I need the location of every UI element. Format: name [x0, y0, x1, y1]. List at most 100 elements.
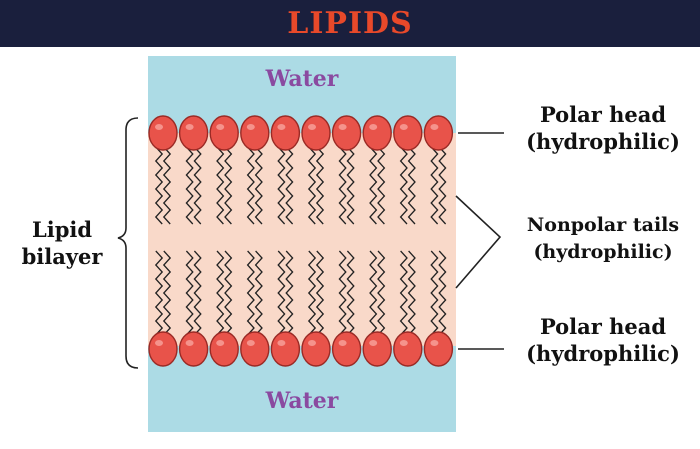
polar-head-top-10: [423, 115, 454, 151]
bilayer-line2: bilayer: [21, 244, 103, 269]
tail-bottom-1a: [154, 250, 164, 336]
polar-head-top-6-highlight: [308, 124, 316, 130]
tail-top-4b: [254, 146, 263, 225]
tails-top-layer: [154, 146, 447, 225]
polar-head-top-2-highlight: [185, 124, 194, 130]
tail-bottom-2b: [193, 250, 202, 336]
tail-top-6a: [307, 146, 317, 225]
nonpolar-line1: Nonpolar tails: [526, 214, 680, 236]
tail-top-3b: [224, 146, 233, 225]
polar-head-bottom-line2: (hydrophilic): [526, 341, 680, 366]
polar-head-top-1: [148, 115, 178, 151]
tails-bottom-layer: [154, 250, 447, 336]
nonpolar-line2: (hydrophilic): [533, 241, 673, 263]
tail-top-5b: [285, 146, 294, 225]
polar-head-bottom-3: [209, 331, 239, 367]
polar-head-top-3-highlight: [216, 124, 225, 130]
water-bottom-label: Water: [265, 388, 339, 414]
tail-bottom-3b: [224, 250, 233, 336]
polar-head-bottom-3-highlight: [216, 340, 225, 346]
bilayer-line1: Lipid: [31, 217, 93, 242]
tail-top-9a: [399, 146, 408, 225]
polar-head-bottom-4-highlight: [246, 340, 255, 346]
polar-head-top-5-highlight: [277, 124, 286, 130]
polar-head-bottom-5: [270, 331, 301, 367]
polar-head-top-4-highlight: [246, 124, 255, 130]
polar-head-top-4: [240, 115, 270, 151]
tail-top-4a: [246, 146, 255, 225]
tail-bottom-6a: [307, 250, 317, 336]
tail-top-8a: [369, 146, 378, 225]
tail-bottom-7a: [338, 250, 347, 336]
tail-top-7b: [346, 146, 355, 225]
tail-top-2a: [185, 146, 194, 225]
polar-head-bottom-2-highlight: [185, 340, 194, 346]
polar-head-top-1-highlight: [155, 124, 163, 130]
tail-bottom-8b: [377, 250, 386, 336]
tail-bottom-8a: [369, 250, 378, 336]
polar-head-bottom-2: [178, 331, 209, 367]
polar-head-bottom-1-highlight: [155, 340, 163, 346]
polar-head-top-6: [301, 115, 331, 151]
tail-bottom-10b: [438, 250, 447, 336]
tail-bottom-5b: [285, 250, 294, 336]
polar-head-bottom-7: [331, 331, 362, 367]
polar-head-bottom-6-highlight: [308, 340, 316, 346]
tail-bottom-9a: [399, 250, 408, 336]
heads-top-layer: [148, 115, 454, 151]
water-top-label: Water: [265, 66, 339, 92]
tail-top-7a: [338, 146, 347, 225]
tail-top-3a: [216, 146, 225, 225]
tail-bottom-9b: [407, 250, 416, 336]
polar-head-top-9-highlight: [399, 124, 408, 130]
polar-head-top-7: [331, 115, 362, 151]
polar-head-bottom-7-highlight: [338, 340, 347, 346]
polar-head-bottom-8: [362, 331, 392, 367]
lipid-bilayer-diagram: [117, 56, 504, 432]
bilayer-bracket: [117, 117, 139, 369]
polar-head-top-7-highlight: [338, 124, 347, 130]
polar-head-top-line2: (hydrophilic): [526, 129, 680, 154]
tail-bottom-2a: [185, 250, 194, 336]
polar-head-top-2: [178, 115, 209, 151]
tail-bottom-1b: [162, 250, 172, 336]
polar-head-top-3: [209, 115, 239, 151]
tail-top-10b: [438, 146, 447, 225]
tail-top-1b: [162, 146, 172, 225]
nonpolar-leader: [455, 195, 502, 289]
tail-bottom-3a: [216, 250, 225, 336]
polar-head-top-label: Polar head (hydrophilic): [508, 101, 698, 155]
tail-top-5a: [277, 146, 286, 225]
title-bar: LIPIDS: [0, 0, 700, 47]
polar-head-bottom-9: [393, 331, 423, 367]
polar-head-bottom-8-highlight: [369, 340, 378, 346]
tail-top-9b: [407, 146, 416, 225]
polar-head-bottom-1: [148, 331, 178, 367]
tail-bottom-5a: [277, 250, 286, 336]
lipid-bilayer-label: Lipid bilayer: [6, 216, 118, 270]
polar-head-bottom-label: Polar head (hydrophilic): [508, 313, 698, 367]
tail-top-6b: [315, 146, 325, 225]
tail-bottom-6b: [315, 250, 325, 336]
tail-bottom-4a: [246, 250, 255, 336]
polar-head-bottom-line1: Polar head: [539, 314, 667, 339]
tail-bottom-7b: [346, 250, 355, 336]
polar-head-top-5: [270, 115, 301, 151]
nonpolar-tails-label: Nonpolar tails (hydrophilic): [508, 212, 698, 266]
polar-head-top-line1: Polar head: [539, 102, 667, 127]
polar-head-bottom-9-highlight: [399, 340, 408, 346]
tail-bottom-4b: [254, 250, 263, 336]
polar-head-top-10-highlight: [430, 124, 439, 130]
tail-bottom-10a: [430, 250, 439, 336]
tail-top-8b: [377, 146, 386, 225]
polar-head-bottom-5-highlight: [277, 340, 286, 346]
polar-head-bottom-10: [423, 331, 454, 367]
polar-head-bottom-4: [240, 331, 270, 367]
tail-top-2b: [193, 146, 202, 225]
polar-head-top-8: [362, 115, 392, 151]
heads-bottom-layer: [148, 331, 454, 367]
polar-head-top-8-highlight: [369, 124, 378, 130]
page-title: LIPIDS: [287, 6, 413, 41]
tail-top-1a: [154, 146, 164, 225]
tail-top-10a: [430, 146, 439, 225]
